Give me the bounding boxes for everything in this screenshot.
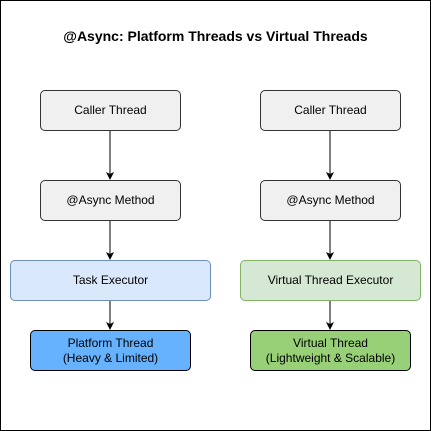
diagram-title: @Async: Platform Threads vs Virtual Thre… [63, 28, 368, 44]
virtual-thread-executor-node: Virtual Thread Executor [240, 260, 421, 301]
left-caller-thread-node: Caller Thread [40, 90, 181, 131]
right-caller-thread-node: Caller Thread [260, 90, 401, 131]
right-async-method-node: @Async Method [260, 180, 401, 221]
left-async-method-node: @Async Method [40, 180, 181, 221]
virtual-thread-node: Virtual Thread (Lightweight & Scalable) [250, 330, 411, 371]
platform-thread-node: Platform Thread (Heavy & Limited) [30, 330, 191, 371]
task-executor-node: Task Executor [10, 260, 211, 301]
